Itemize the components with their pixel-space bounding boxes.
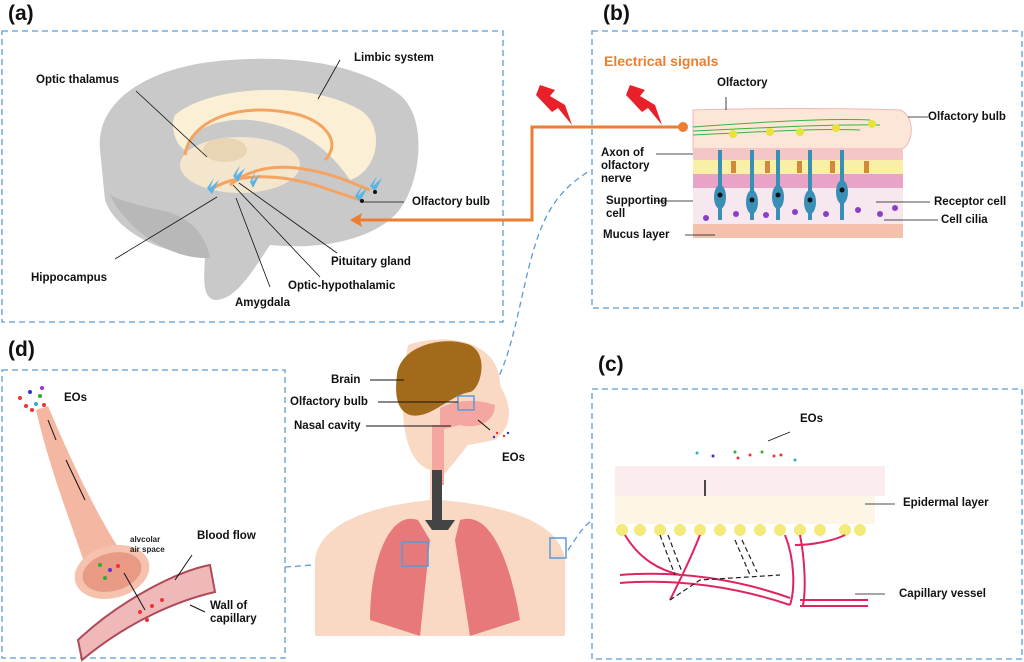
label-olfactory: Olfactory [717,77,768,89]
center-leaders [366,379,491,431]
panel-a-leaders [114,59,404,288]
label-optic-hypothalamic: Optic-hypothalamic [288,280,396,292]
panel-a-tag: (a) [8,2,34,25]
panel-c-border [591,388,1023,660]
label-olfactory-bulb-a: Olfactory bulb [412,196,490,208]
eos-particles-c [695,450,797,462]
label-cell-cilia: Cell cilia [941,214,988,226]
label-alveolar-line1: alvcolar [130,535,161,544]
label-wall-line1: Wall of [210,600,248,612]
label-olfactory-bulb-b: Olfactory bulb [928,111,1006,123]
label-amygdala: Amygdala [235,297,290,309]
panel-b-leaders [654,97,938,236]
label-epidermal-layer: Epidermal layer [903,497,989,509]
panel-d-tag: (d) [8,338,35,361]
label-supporting-line1: Supporting [606,195,668,207]
label-nasal-cavity: Nasal cavity [294,420,361,432]
panel-b-tag: (b) [603,2,630,25]
label-receptor-cell: Receptor cell [934,196,1007,208]
skin-illustration [615,466,885,608]
label-mucus-layer: Mucus layer [603,229,670,241]
label-alveolar-line2: air space [130,545,165,554]
label-eos-center: EOs [502,452,526,464]
label-supporting-line2: cell [606,208,626,220]
label-axon-line2: olfactory [601,160,650,172]
label-limbic-system: Limbic system [354,52,434,64]
connector-center-to-b [483,169,591,401]
panel-d-border [1,369,286,659]
olfactory-epithelium [692,108,912,238]
panel-d-arrows [47,419,206,613]
label-hippocampus: Hippocampus [31,272,108,284]
panel-c-tag: (c) [598,353,624,376]
panel-b-border [591,30,1023,309]
label-axon-line3: nerve [601,173,632,185]
alveolus-illustration [36,406,217,662]
label-blood-flow: Blood flow [197,530,256,542]
label-brain: Brain [331,374,361,386]
lightning-icon [536,85,572,125]
label-pituitary-gland: Pituitary gland [331,256,411,268]
signal-node [678,122,688,132]
label-wall-line2: capillary [210,613,257,625]
label-optic-thalamus: Optic thalamus [36,74,120,86]
label-axon-line1: Axon of [601,147,644,159]
label-electrical-signals: Electrical signals [604,53,719,69]
connector-shoulder-to-c [567,519,593,551]
label-capillary-vessel: Capillary vessel [899,588,986,600]
human-figure [315,339,567,636]
label-olfactory-bulb-center: Olfactory bulb [290,396,368,408]
brain-illustration [99,58,419,300]
signal-path [356,125,680,222]
panel-c-leaders [767,431,895,595]
label-eos-c: EOs [800,413,824,425]
label-eos-d: EOs [64,392,88,404]
signal-arrowhead [350,213,362,227]
lightning-icon [626,85,662,125]
panel-a-border [1,30,504,323]
eos-particles-d [18,386,164,622]
